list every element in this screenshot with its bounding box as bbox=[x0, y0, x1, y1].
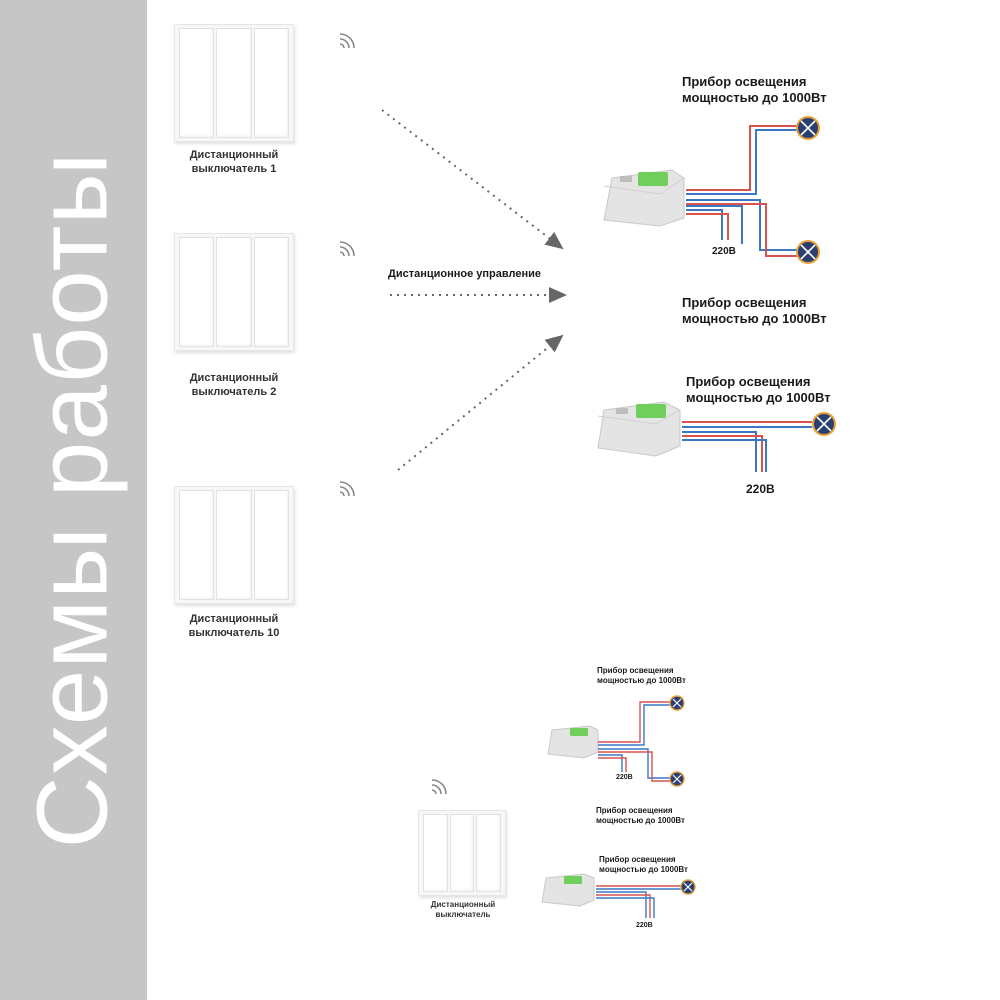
voltage-label: 220В bbox=[616, 774, 633, 781]
lamp-icon bbox=[669, 771, 685, 787]
switch-key bbox=[253, 490, 289, 600]
relay-module bbox=[597, 401, 681, 457]
switch-key bbox=[216, 28, 252, 138]
sidebar: Схемы работы bbox=[0, 0, 147, 1000]
switch-key bbox=[179, 490, 215, 600]
relay-module bbox=[547, 725, 599, 759]
lamp-icon bbox=[680, 879, 696, 895]
voltage-label: 220В bbox=[712, 246, 736, 257]
signal-arrow bbox=[381, 109, 564, 250]
wireless-signal-icon bbox=[339, 33, 355, 49]
switch-key bbox=[423, 814, 448, 892]
lamp-icon bbox=[796, 240, 820, 264]
lamp-icon bbox=[796, 116, 820, 140]
wireless-signal-icon bbox=[431, 779, 447, 795]
lamp-icon bbox=[812, 412, 836, 436]
wireless-signal-icon bbox=[339, 481, 355, 497]
voltage-label: 220В bbox=[746, 482, 775, 496]
remote-switch-10 bbox=[174, 486, 294, 604]
switch-key bbox=[253, 237, 289, 347]
relay-module bbox=[603, 169, 685, 227]
switch-key bbox=[216, 490, 252, 600]
switch-key bbox=[179, 28, 215, 138]
switch-key bbox=[253, 28, 289, 138]
switch-key bbox=[449, 814, 475, 892]
lamp-icon bbox=[669, 695, 685, 711]
switch-key bbox=[216, 237, 252, 347]
wireless-signal-icon bbox=[339, 241, 355, 257]
switch-key bbox=[476, 814, 502, 892]
switch-key bbox=[179, 237, 215, 347]
signal-arrow bbox=[397, 334, 564, 471]
voltage-label: 220В bbox=[636, 922, 653, 929]
remote-switch bbox=[418, 810, 506, 896]
remote-switch-1 bbox=[174, 24, 294, 142]
remote-control-label: Дистанционное управление bbox=[388, 268, 541, 280]
remote-switch-2 bbox=[174, 233, 294, 351]
relay-module bbox=[541, 873, 595, 907]
